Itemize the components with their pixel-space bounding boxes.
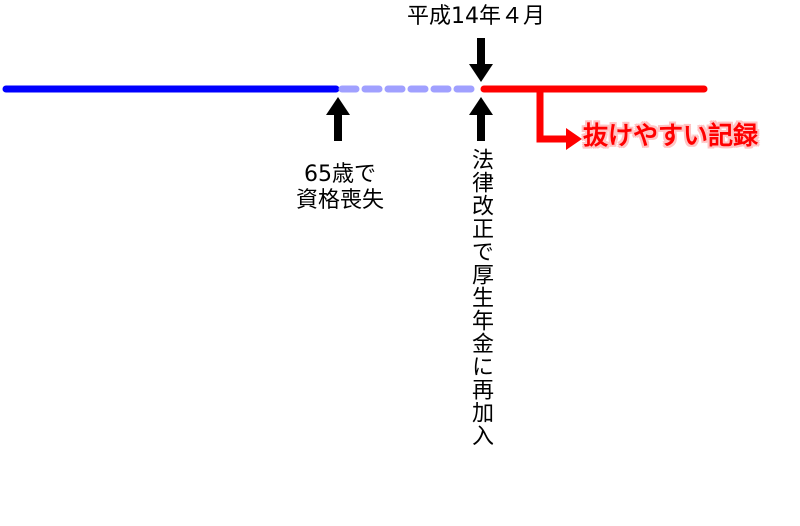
age-label-line-1: 65歳で xyxy=(304,162,376,187)
callout-arrowhead xyxy=(566,128,582,150)
date-down-arrow-icon xyxy=(469,38,493,82)
callout-connector xyxy=(536,89,568,143)
law-up-arrow-icon xyxy=(469,97,493,141)
age-label-line-2: 資格喪失 xyxy=(295,188,384,213)
age-up-arrow-icon xyxy=(326,97,350,141)
age-qualification-loss-label: 65歳で 資格喪失 xyxy=(286,162,394,214)
date-label: 平成14年４月 xyxy=(407,4,545,29)
law-revision-vertical-label: 法律改正で厚生年金に再加入 xyxy=(468,148,493,447)
missing-record-callout: 抜けやすい記録 xyxy=(583,121,759,150)
